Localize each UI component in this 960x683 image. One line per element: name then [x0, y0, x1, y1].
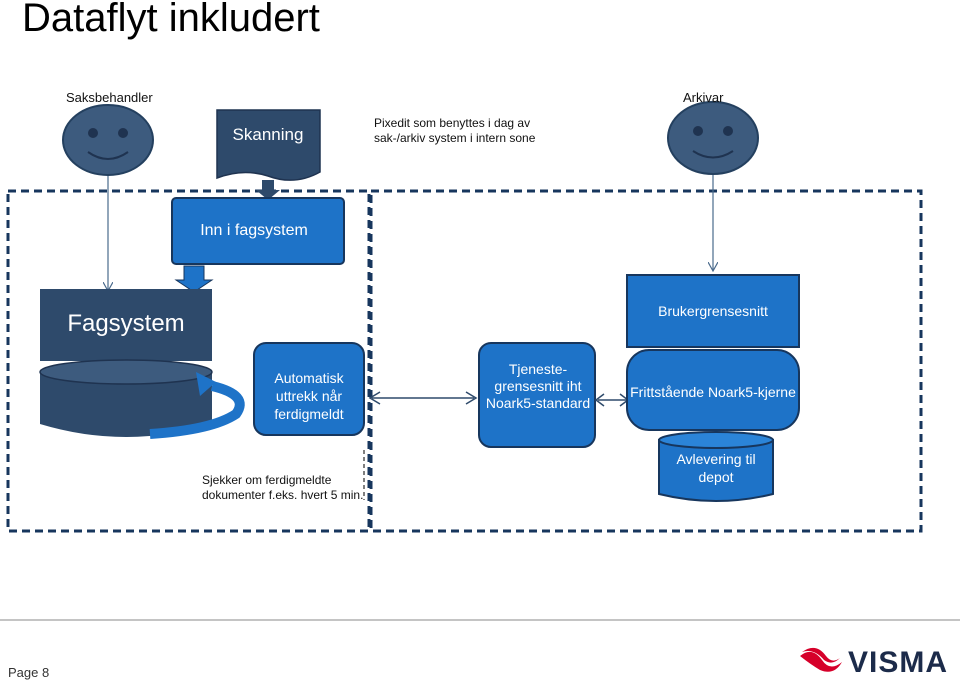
fagsystem-label: Fagsystem — [67, 310, 185, 337]
noark5-kjerne-box — [626, 349, 800, 431]
visma-wordmark: VISMA — [848, 646, 948, 678]
tjenestegrensesnitt-box — [478, 342, 596, 448]
noark5-kjerne-label: Frittstående Noark5-kjerne — [630, 384, 796, 400]
external-zone-border — [369, 189, 923, 533]
arkivar-avatar — [667, 101, 759, 175]
sjekker-note: Sjekker om ferdigmeldte dokumenter f.eks… — [202, 473, 364, 502]
uttrekk-label: Automatisk uttrekk når ferdigmeldt — [274, 370, 344, 422]
tjenestegrensesnitt-label: Tjeneste-grensesnitt iht Noark5-standard — [485, 361, 591, 411]
slide-title: Dataflyt inkludert — [22, 0, 320, 40]
avlevering-cylinder — [658, 431, 774, 502]
brukergrensesnitt-box — [626, 274, 800, 348]
pixedit-note: Pixedit som benyttes i dag av sak-/arkiv… — [374, 116, 536, 145]
fagsystem-box — [40, 289, 212, 361]
visma-logo: VISMA — [798, 642, 958, 683]
saksbehandler-avatar — [62, 104, 154, 176]
visma-swoosh-icon — [800, 647, 842, 672]
uttrekk-box — [253, 342, 365, 436]
skanning-label: Skanning — [232, 125, 304, 144]
brukergrensesnitt-label: Brukergrensesnitt — [658, 303, 768, 319]
inn-i-fagsystem-box — [171, 197, 345, 265]
inn-arrow — [174, 265, 214, 293]
saksbehandler-label: Saksbehandler — [66, 90, 153, 105]
skanning-document-shape — [216, 109, 321, 181]
fagsystem-database — [39, 359, 213, 437]
page-number: Page 8 — [8, 665, 50, 680]
arkivar-label: Arkivar — [683, 90, 724, 105]
circular-flow-arrow — [149, 381, 245, 439]
avlevering-label: Avlevering til depot — [676, 451, 756, 485]
skanning-arrow — [256, 180, 280, 200]
circular-flow-arrowhead — [196, 372, 216, 396]
inn-i-fagsystem-label: Inn i fagsystem — [200, 222, 308, 239]
